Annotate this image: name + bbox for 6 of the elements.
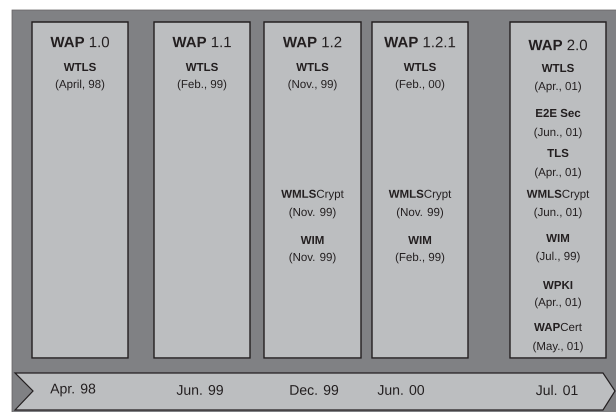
- version-column: WAP 1.1 WTLS (Feb., 99): [153, 21, 251, 359]
- version-column: WAP 1.0 WTLS (April, 98): [31, 21, 129, 359]
- version-column: WAP 1.2 WTLS (Nov., 99) WMLSCrypt (Nov. 99) WIM (Nov. 99): [263, 21, 362, 359]
- version-column: WAP 1.2.1 WTLS (Feb., 00) WMLSCrypt (Nov. 99) WIM (Feb., 99): [371, 21, 469, 359]
- version-column: WAP 2.0 WTLS (Apr., 01) E2E Sec (Jun., 01) TLS (Apr., 01) WMLSCrypt (Jun., 01) WIM (Jul., 99) WPKI (Apr., 01) WAPCert (May., 01): [509, 21, 607, 359]
- timeline-band: Apr. 98 Jun. 99 Dec. 99 Jun. 00 Jul. 01: [14, 372, 616, 411]
